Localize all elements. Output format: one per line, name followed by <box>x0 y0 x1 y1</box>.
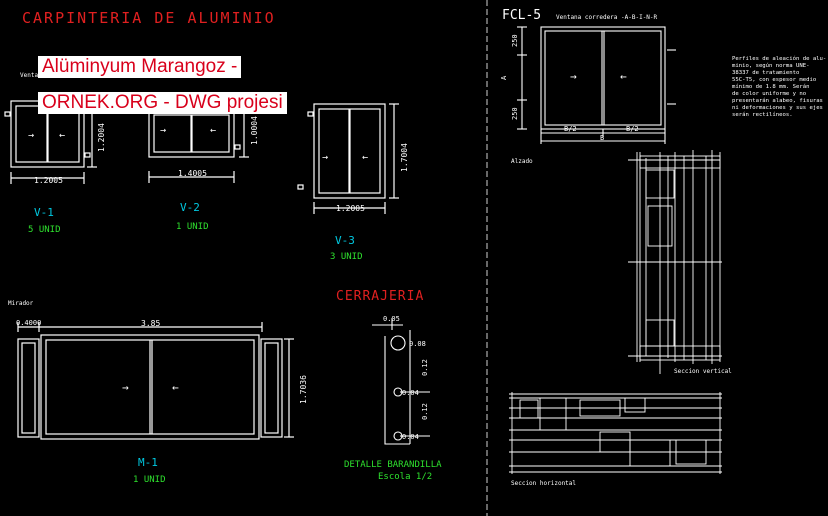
barandilla-spacing2: 0.12 <box>421 403 429 420</box>
fcl-elevation <box>517 26 676 144</box>
fcl-arrow-left: ← <box>620 70 627 83</box>
fcl-dim-top: 250 <box>511 34 519 47</box>
fcl-notes: Perfiles de aleación de alu- minio, segú… <box>732 55 826 118</box>
svg-text:→: → <box>122 381 129 394</box>
svg-text:Perfiles de aleación de alu-: Perfiles de aleación de alu- <box>732 55 826 62</box>
svg-text:←: ← <box>210 125 216 136</box>
barandilla-circle3: 0.04 <box>402 433 419 441</box>
window-v3-width: 1.2005 <box>336 204 365 213</box>
svg-text:→: → <box>28 130 34 141</box>
fcl-half1: B/2 <box>564 125 577 133</box>
window-v1-height: 1.2004 <box>97 123 106 152</box>
section-horizontal-label: Seccion horizontal <box>511 480 576 487</box>
section-horizontal <box>509 392 722 474</box>
mirador-caption: Mirador <box>8 300 34 307</box>
svg-text:55C-T5, con espesor medio: 55C-T5, con espesor medio <box>732 77 816 83</box>
window-v1-qty: 5 UNID <box>28 225 61 235</box>
mirador-side: 0.4000 <box>16 319 41 327</box>
window-v2-label: V-2 <box>180 201 200 214</box>
section-vertical <box>628 150 722 374</box>
barandilla-spacing1: 0.12 <box>421 359 429 376</box>
window-v2-width: 1.4005 <box>178 169 207 178</box>
svg-text:→: → <box>160 125 166 136</box>
watermark-line2: ORNEK.ORG - DWG projesi <box>38 92 287 114</box>
cerrajeria-title: CERRAJERIA <box>336 289 424 304</box>
barandilla-circle1: 0.08 <box>409 340 426 348</box>
svg-text:←: ← <box>362 152 368 163</box>
mirador-label: M-1 <box>138 456 158 469</box>
mirador-m1: → ← <box>17 322 294 440</box>
drawing-title: CARPINTERIA DE ALUMINIO <box>22 9 276 27</box>
fcl-half2: B/2 <box>626 125 639 133</box>
fcl-total: B <box>600 134 604 142</box>
svg-text:ni deformaciones y sus ejes: ni deformaciones y sus ejes <box>732 105 823 111</box>
svg-text:mínimo de 1.8 mm. Serán: mínimo de 1.8 mm. Serán <box>732 83 809 90</box>
barandilla-scale: Escola 1/2 <box>378 472 432 482</box>
svg-text:presentarán alabeo, fisuras: presentarán alabeo, fisuras <box>732 97 823 104</box>
window-v3-height: 1.7004 <box>400 143 409 172</box>
window-v2-height: 1.0004 <box>250 116 259 145</box>
watermark-line1: Alüminyum Marangoz - <box>38 56 242 78</box>
window-v3: → ← <box>297 103 399 214</box>
fcl-alzado: Alzado <box>511 158 533 165</box>
barandilla-circle2: 0.04 <box>402 389 419 397</box>
svg-text:minio, según norma UNE-: minio, según norma UNE- <box>732 62 809 69</box>
window-v1-width: 1.2005 <box>34 176 63 185</box>
mirador-width: 3.85 <box>141 319 160 328</box>
svg-text:serán rectilíneos.: serán rectilíneos. <box>732 111 793 118</box>
section-vertical-label: Seccion vertical <box>674 368 732 375</box>
fcl-dim-bot: 250 <box>511 107 519 120</box>
svg-text:de color uniforme y no: de color uniforme y no <box>732 91 806 97</box>
svg-text:←: ← <box>59 130 65 141</box>
fcl-dim-a: A <box>500 75 508 80</box>
mirador-height: 1.7036 <box>299 375 308 404</box>
window-v2-qty: 1 UNID <box>176 222 209 232</box>
barandilla-detail <box>372 318 430 445</box>
barandilla-top: 0.05 <box>383 315 400 323</box>
svg-text:→: → <box>322 152 328 163</box>
window-v3-label: V-3 <box>335 234 355 247</box>
svg-text:←: ← <box>172 381 179 394</box>
fcl-arrow-right: → <box>570 70 577 83</box>
fcl-code: FCL-5 <box>502 8 541 23</box>
window-v1-label: V-1 <box>34 206 54 219</box>
mirador-qty: 1 UNID <box>133 475 166 485</box>
window-v3-qty: 3 UNID <box>330 252 363 262</box>
barandilla-title: DETALLE BARANDILLA <box>344 460 442 470</box>
fcl-subtitle: Ventana corredera -A-B-I-N-R <box>556 14 658 21</box>
svg-text:38337 de tratamiento: 38337 de tratamiento <box>732 70 799 76</box>
